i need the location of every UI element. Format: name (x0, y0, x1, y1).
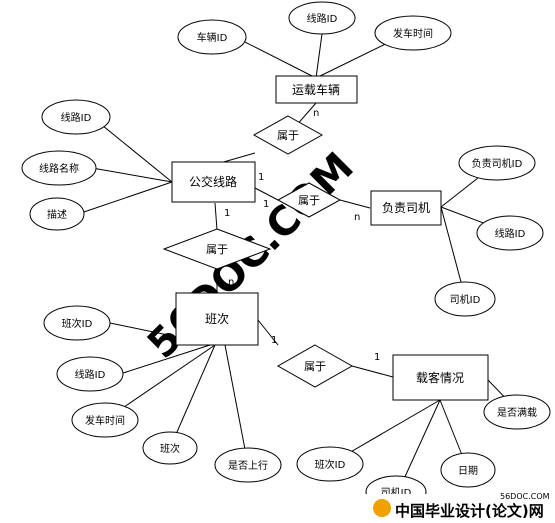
attr-route-name: 线路名称 (21, 150, 97, 186)
attr-trip-route-id-label: 线路ID (75, 368, 106, 381)
entity-driver: 负责司机 (370, 190, 442, 226)
card-trip-n: n (228, 277, 234, 288)
entity-passenger-label: 载客情况 (416, 370, 464, 385)
card-trip-pass-1: 1 (271, 335, 277, 346)
logo-site: 56DOC.COM (500, 492, 550, 501)
relationship-route-driver: 属于 (276, 182, 342, 218)
attr-vehicle-route-id: 线路ID (288, 1, 356, 35)
entity-passenger: 载客情况 (392, 354, 489, 401)
attr-trip-trip-id-label: 班次ID (62, 317, 93, 330)
attr-route-route-id: 线路ID (41, 99, 111, 135)
relationship-route-driver-label: 属于 (298, 194, 320, 207)
attr-vehicle-depart-time: 发车时间 (374, 15, 452, 51)
attr-driver-responsible-id-label: 负责司机ID (472, 157, 523, 170)
entity-route: 公交线路 (171, 161, 256, 203)
entity-vehicle-label: 运载车辆 (292, 82, 340, 97)
attr-route-name-label: 线路名称 (39, 162, 79, 175)
attr-trip-depart-time-label: 发车时间 (85, 414, 125, 427)
attr-pass-date: 日期 (440, 452, 496, 488)
relationship-route-trip: 属于 (162, 228, 272, 270)
attr-trip-route-id: 线路ID (56, 356, 124, 392)
attr-pass-date-label: 日期 (458, 465, 478, 477)
logo-title: 中国毕业设计(论文)网 (395, 502, 544, 520)
relationship-trip-passenger: 属于 (276, 344, 354, 388)
attr-driver-responsible-id: 负责司机ID (458, 145, 536, 181)
relationship-route-trip-label: 属于 (206, 243, 228, 256)
attr-trip-trip-id: 班次ID (43, 305, 111, 341)
attr-pass-full-label: 是否满载 (497, 407, 537, 419)
card-vehicle-n: n (313, 108, 319, 119)
attr-driver-id: 司机ID (434, 281, 496, 317)
card-pass-1: 1 (374, 352, 380, 363)
attr-trip-trip: 班次 (142, 431, 198, 465)
attr-driver-id-label: 司机ID (450, 293, 481, 306)
attr-driver-route-id: 线路ID (476, 215, 544, 251)
attr-pass-trip-id-label: 班次ID (315, 458, 346, 471)
attr-vehicle-id: 车辆ID (177, 19, 247, 55)
relationship-route-vehicle-label: 属于 (277, 129, 299, 142)
card-route-driver-1: 1 (263, 199, 269, 210)
card-route-trip-1: 1 (224, 208, 230, 219)
entity-trip: 班次 (175, 292, 259, 346)
attr-route-desc-label: 描述 (47, 208, 67, 221)
attr-route-desc: 描述 (29, 197, 85, 231)
logo-globe-icon (373, 499, 391, 517)
entity-driver-label: 负责司机 (382, 201, 430, 215)
relationship-trip-passenger-label: 属于 (304, 360, 326, 373)
site-logo: 56DOC.COM 中国毕业设计(论文)网 (358, 492, 555, 523)
attr-vehicle-route-id-label: 线路ID (307, 12, 338, 25)
attr-vehicle-id-label: 车辆ID (197, 31, 228, 44)
relationship-route-vehicle: 属于 (252, 115, 324, 155)
attr-trip-trip-label: 班次 (160, 442, 180, 455)
attr-trip-upbound-label: 是否上行 (228, 459, 268, 472)
card-route-vehicle-1: 1 (258, 172, 264, 183)
card-driver-n: n (354, 212, 360, 223)
attr-trip-upbound: 是否上行 (214, 447, 282, 483)
attr-pass-trip-id: 班次ID (296, 446, 364, 482)
attr-route-route-id-label: 线路ID (61, 111, 92, 124)
attr-driver-route-id-label: 线路ID (495, 227, 526, 240)
entity-trip-label: 班次 (205, 312, 229, 326)
entity-route-label: 公交线路 (189, 174, 237, 189)
attr-pass-full: 是否满载 (483, 394, 551, 430)
attr-trip-depart-time: 发车时间 (71, 402, 139, 438)
entity-vehicle: 运载车辆 (275, 75, 358, 104)
attr-vehicle-depart-time-label: 发车时间 (393, 27, 433, 40)
